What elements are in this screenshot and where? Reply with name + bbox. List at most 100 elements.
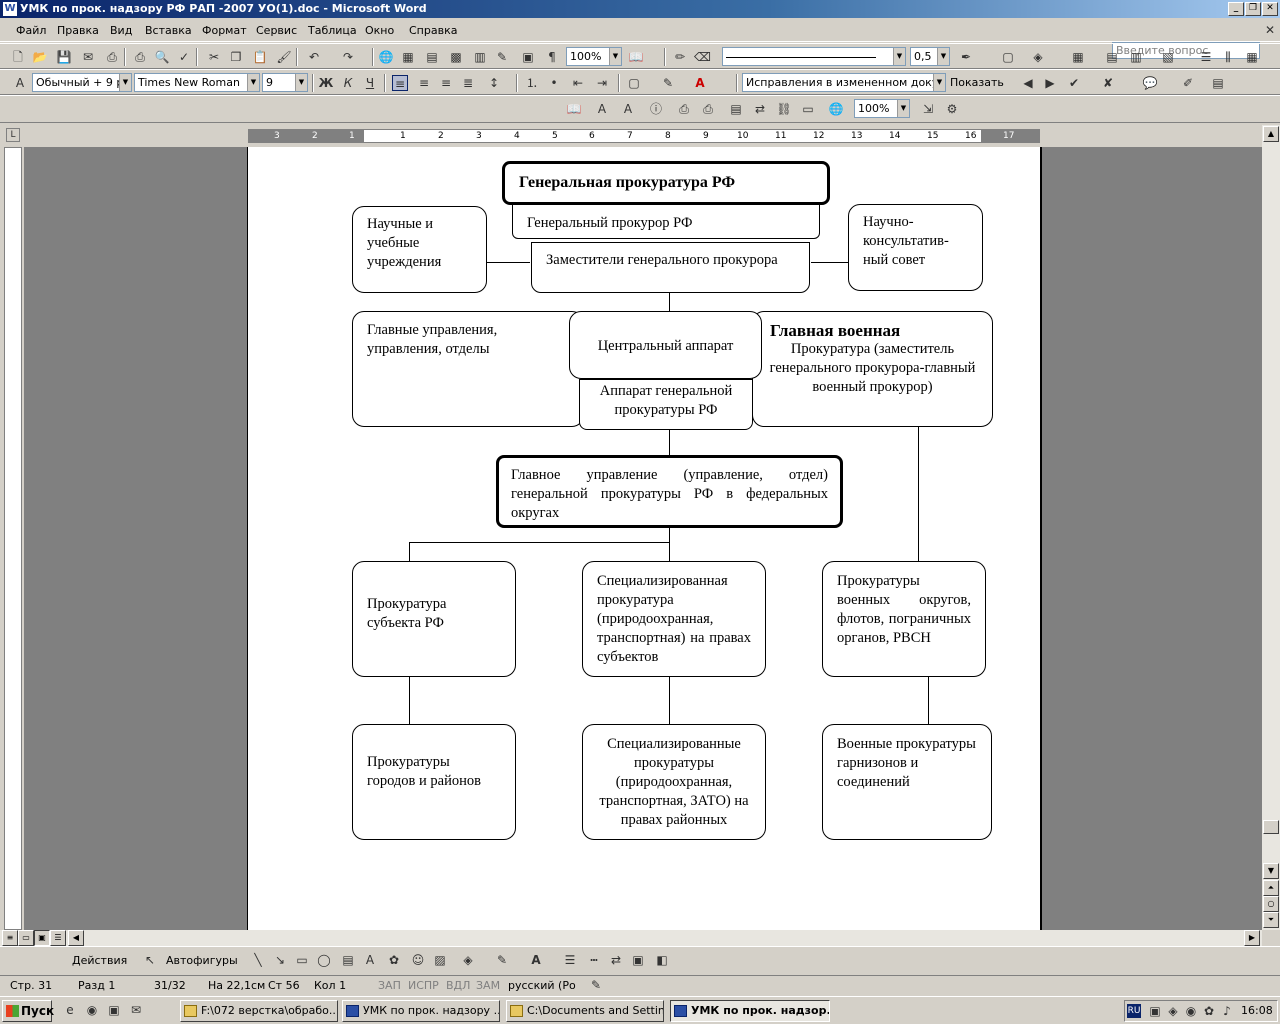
cut-icon[interactable]: ✂: [208, 50, 220, 64]
media-icon[interactable]: ◉: [86, 1003, 98, 1017]
ask-question-input[interactable]: Введите вопрос: [1112, 42, 1260, 59]
prev-change-icon[interactable]: ◀: [1023, 76, 1033, 90]
increase-indent-icon[interactable]: ⇥: [596, 76, 608, 90]
distribute-rows-icon[interactable]: ☰: [1200, 50, 1212, 64]
italic-button[interactable]: К: [343, 76, 353, 90]
ruler-strip[interactable]: 3 2 1 1 2 3 4 5 6 7 8 9 10 11 12 13 14 1…: [248, 129, 1040, 143]
read-mode-icon[interactable]: 📖: [566, 102, 582, 116]
numbering-icon[interactable]: ⒈: [525, 76, 538, 90]
styles-pane-icon[interactable]: A: [15, 76, 25, 90]
info-icon[interactable]: ⓘ: [649, 102, 662, 116]
text-color-icon[interactable]: A: [531, 953, 541, 967]
accept-change-icon[interactable]: ✔: [1068, 76, 1080, 90]
document-page[interactable]: Научные и учебные учреждения Научно-конс…: [247, 147, 1042, 930]
new-doc-icon[interactable]: 🗋: [13, 50, 23, 64]
scroll-right-icon[interactable]: ▶: [1244, 930, 1260, 946]
print-3-icon[interactable]: ⎙: [703, 102, 713, 116]
quicklaunch-icon[interactable]: ▣: [108, 1003, 120, 1017]
dash-style-icon[interactable]: ┅: [590, 953, 598, 967]
read-icon[interactable]: 📖: [628, 50, 644, 64]
preview-icon[interactable]: 🔍: [154, 50, 170, 64]
underline-button[interactable]: Ч: [365, 76, 375, 90]
letter-icon[interactable]: A: [623, 102, 633, 116]
print-preview-icon[interactable]: ⎙: [107, 50, 117, 64]
tray-app-3-icon[interactable]: ✿: [1203, 1004, 1215, 1018]
menu-tools[interactable]: Сервис: [256, 24, 298, 37]
font-size-combo[interactable]: 9▼: [262, 73, 308, 92]
drawing-icon[interactable]: ✎: [496, 50, 508, 64]
undo-icon[interactable]: ↶: [308, 50, 320, 64]
minimize-button[interactable]: _: [1228, 2, 1244, 16]
clipart-icon[interactable]: ☺: [411, 953, 425, 967]
insert-table-2-icon[interactable]: ▦: [1072, 50, 1084, 64]
style-combo[interactable]: Обычный + 9 pt▼: [32, 73, 132, 92]
bold-button[interactable]: Ж: [318, 76, 334, 90]
permission-icon[interactable]: ✉: [82, 50, 94, 64]
insert-table-icon[interactable]: ▤: [426, 50, 438, 64]
format-painter-icon[interactable]: 🖌: [276, 50, 292, 64]
bullets-icon[interactable]: •: [550, 76, 558, 90]
font-combo[interactable]: Times New Roman▼: [134, 73, 260, 92]
vertical-ruler[interactable]: [4, 147, 22, 930]
status-rec[interactable]: ЗАП: [378, 979, 401, 992]
doc-map-icon[interactable]: ▣: [522, 50, 534, 64]
pen-icon[interactable]: ✏: [674, 50, 686, 64]
vertical-scrollbar[interactable]: ▲ ▼ ⏶ ○ ⏷: [1262, 125, 1280, 930]
outside-border-icon[interactable]: ▢: [628, 76, 640, 90]
browse-object-icon[interactable]: ○: [1263, 896, 1279, 912]
menu-format[interactable]: Формат: [202, 24, 247, 37]
close-button[interactable]: ✕: [1262, 2, 1278, 16]
align-cell-icon[interactable]: ▧: [1162, 50, 1174, 64]
wordart-icon[interactable]: A: [365, 953, 375, 967]
show-marks-icon[interactable]: ¶: [548, 50, 556, 64]
tray-app-2-icon[interactable]: ◉: [1185, 1004, 1197, 1018]
task-folder-1[interactable]: F:\072 верстка\обрабо...: [180, 1000, 338, 1022]
align-center-icon[interactable]: ≡: [418, 76, 430, 90]
network-icon[interactable]: ▣: [1149, 1004, 1161, 1018]
tab-selector-icon[interactable]: L: [6, 128, 20, 142]
align-left-icon[interactable]: ≡: [392, 75, 408, 91]
line-color-icon[interactable]: ✎: [496, 953, 508, 967]
redo-icon[interactable]: ↷: [342, 50, 354, 64]
3d-icon[interactable]: ◧: [656, 953, 668, 967]
restore-button[interactable]: ❐: [1245, 2, 1261, 16]
menu-insert[interactable]: Вставка: [145, 24, 192, 37]
scroll-left-icon[interactable]: ◀: [68, 930, 84, 946]
print-view-icon[interactable]: ▣: [34, 930, 50, 946]
menu-window[interactable]: Окно: [365, 24, 395, 37]
menu-table[interactable]: Таблица: [308, 24, 357, 37]
decrease-indent-icon[interactable]: ⇤: [572, 76, 584, 90]
link-icon[interactable]: ⛓: [776, 102, 792, 116]
horizontal-scrollbar[interactable]: ≡ ▭ ▣ ☰ ◀ ▶: [0, 930, 1262, 946]
font-color-icon[interactable]: A: [695, 76, 705, 90]
line-icon[interactable]: ╲: [254, 953, 262, 967]
textbox-icon[interactable]: ▤: [342, 953, 354, 967]
status-trk[interactable]: ИСПР: [408, 979, 439, 992]
status-ovr[interactable]: ЗАМ: [476, 979, 501, 992]
border-color-icon[interactable]: ✒: [960, 50, 972, 64]
prev-page-icon[interactable]: ⏶: [1263, 880, 1279, 896]
next-change-icon[interactable]: ▶: [1045, 76, 1055, 90]
options-icon[interactable]: ⚙: [946, 102, 958, 116]
spelling-status-icon[interactable]: ✎: [590, 978, 602, 992]
status-ext[interactable]: ВДЛ: [446, 979, 471, 992]
open-icon[interactable]: 📂: [32, 50, 48, 64]
insert-comment-icon[interactable]: 💬: [1142, 76, 1158, 90]
ie-icon[interactable]: e: [66, 1003, 74, 1017]
highlight-icon[interactable]: ✎: [662, 76, 674, 90]
line-style-combo[interactable]: ▼: [722, 47, 906, 66]
reviewing-pane-icon[interactable]: ▤: [1212, 76, 1224, 90]
status-language[interactable]: русский (Ро: [508, 979, 576, 992]
task-folder-2[interactable]: C:\Documents and Settin...: [506, 1000, 664, 1022]
review-zoom-combo[interactable]: 100%▼: [854, 99, 910, 118]
tables-borders-icon[interactable]: ▦: [402, 50, 414, 64]
autofit-icon[interactable]: ▦: [1246, 50, 1258, 64]
task-word-2[interactable]: УМК по прок. надзор...: [670, 1000, 830, 1022]
select-objects-icon[interactable]: ↖: [144, 953, 156, 967]
tray-app-icon[interactable]: ◈: [1168, 1004, 1178, 1018]
doc-icon[interactable]: ▤: [730, 102, 742, 116]
hyperlink-icon[interactable]: 🌐: [378, 50, 394, 64]
line-weight-combo[interactable]: 0,5▼: [910, 47, 950, 66]
line-style-icon[interactable]: ☰: [564, 953, 576, 967]
document-area[interactable]: Научные и учебные учреждения Научно-конс…: [24, 147, 1262, 930]
